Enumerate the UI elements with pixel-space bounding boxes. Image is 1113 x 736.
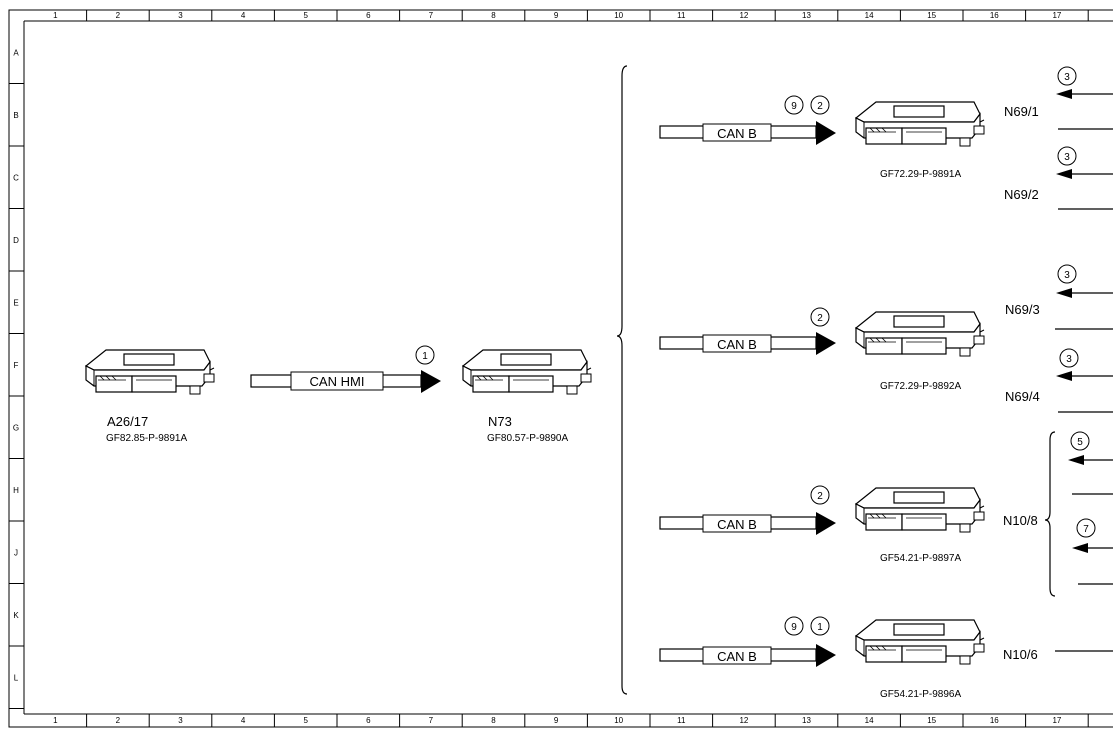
grid-column-label-bottom: 12 xyxy=(739,716,748,725)
n69-2-ref: 3 xyxy=(1064,152,1070,163)
control-unit-m3: GF54.21-P-9897A xyxy=(855,487,985,564)
output-n10-6: N10/6 xyxy=(1003,647,1113,662)
grid-column-label-bottom: 11 xyxy=(677,716,686,725)
grid-column-label-bottom: 5 xyxy=(303,716,308,725)
grid-column-label-bottom: 1 xyxy=(53,716,58,725)
grid-row-label: G xyxy=(13,423,19,432)
can-hmi-ref: 1 xyxy=(422,351,428,362)
n69-4-ref: 3 xyxy=(1066,354,1072,365)
grid-column-label-top: 17 xyxy=(1052,11,1061,20)
can-b-bus-2: CAN B 2 xyxy=(659,307,836,355)
grid-column-label-top: 14 xyxy=(865,11,874,20)
grid-row-label: B xyxy=(13,111,18,120)
grid-column-label-bottom: 4 xyxy=(241,716,246,725)
n10-8-ref-a: 5 xyxy=(1077,437,1083,448)
grid-column-label-bottom: 2 xyxy=(116,716,121,725)
grid-column-label-top: 15 xyxy=(927,11,936,20)
grid-column-label-bottom: 13 xyxy=(802,716,811,725)
a26-17-label: A26/17 xyxy=(107,414,148,429)
n10-6-label: N10/6 xyxy=(1003,647,1038,662)
grid-row-label: D xyxy=(13,236,19,245)
grid-column-label-top: 6 xyxy=(366,11,371,20)
grid-column-label-bottom: 9 xyxy=(554,716,559,725)
control-unit-m2: GF72.29-P-9892A xyxy=(855,311,985,392)
n10-8-ref-b: 7 xyxy=(1083,524,1089,535)
can-hmi-label: CAN HMI xyxy=(310,374,365,389)
grid-column-label-top: 12 xyxy=(739,11,748,20)
control-unit-m4: GF54.21-P-9896A xyxy=(855,619,985,700)
can-b-2-ref: 2 xyxy=(817,313,823,324)
n10-8-label: N10/8 xyxy=(1003,513,1038,528)
can-b-4-ref-a: 9 xyxy=(791,622,797,633)
grid-column-label-bottom: 15 xyxy=(927,716,936,725)
can-b-bus-3: CAN B 2 xyxy=(659,485,836,535)
m2-code: GF72.29-P-9892A xyxy=(880,381,961,392)
can-b-3-label: CAN B xyxy=(717,517,757,532)
can-b-4-label: CAN B xyxy=(717,649,757,664)
output-n69-1: 3 N69/1 xyxy=(1004,66,1113,130)
control-unit-a26-17: A26/17 GF82.85-P-9891A xyxy=(85,349,215,444)
grid-column-label-top: 9 xyxy=(554,11,559,20)
grid-row-label: A xyxy=(13,48,19,57)
can-b-bus-1: CAN B 9 2 xyxy=(659,95,836,145)
grid-column-label-bottom: 3 xyxy=(178,716,183,725)
grid-column-label-top: 7 xyxy=(429,11,434,20)
can-b-3-ref: 2 xyxy=(817,491,823,502)
grid-row-label: E xyxy=(13,298,18,307)
grid-column-label-top: 3 xyxy=(178,11,183,20)
grid-column-label-top: 2 xyxy=(116,11,121,20)
can-b-1-ref-a: 9 xyxy=(791,101,797,112)
can-b-1-label: CAN B xyxy=(717,126,757,141)
can-hmi-bus: CAN HMI 1 xyxy=(250,345,441,393)
can-b-1-ref-b: 2 xyxy=(817,101,823,112)
n73-label: N73 xyxy=(488,414,512,429)
grid-column-label-bottom: 14 xyxy=(865,716,874,725)
m3-code: GF54.21-P-9897A xyxy=(880,553,961,564)
control-unit-n73: N73 GF80.57-P-9890A xyxy=(462,349,592,444)
branch-brace xyxy=(616,65,628,695)
n69-1-label: N69/1 xyxy=(1004,104,1039,119)
grid-row-label: K xyxy=(13,611,19,620)
output-n69-3: 3 N69/3 xyxy=(1005,264,1113,330)
m1-code: GF72.29-P-9891A xyxy=(880,169,961,180)
grid-column-label-top: 4 xyxy=(241,11,246,20)
grid-row-label: C xyxy=(13,173,19,182)
grid-column-label-bottom: 7 xyxy=(429,716,434,725)
n69-1-ref: 3 xyxy=(1064,72,1070,83)
grid-row-ticks: A B C D E F G H J K L xyxy=(9,48,24,709)
grid-column-label-top: 10 xyxy=(614,11,623,20)
output-n69-2: 3 N69/2 xyxy=(1004,146,1113,210)
grid-row-label: F xyxy=(14,361,19,370)
grid-row-label: L xyxy=(14,673,19,682)
m4-code: GF54.21-P-9896A xyxy=(880,689,961,700)
a26-17-code: GF82.85-P-9891A xyxy=(106,433,187,444)
grid-row-label: J xyxy=(14,548,18,557)
output-n69-4: 3 N69/4 xyxy=(1005,348,1113,413)
grid-column-label-bottom: 6 xyxy=(366,716,371,725)
grid-column-label-top: 13 xyxy=(802,11,811,20)
n69-4-label: N69/4 xyxy=(1005,389,1040,404)
grid-column-label-top: 5 xyxy=(303,11,308,20)
grid-column-label-top: 16 xyxy=(990,11,999,20)
n69-2-label: N69/2 xyxy=(1004,187,1039,202)
grid-column-label-bottom: 10 xyxy=(614,716,623,725)
n73-code: GF80.57-P-9890A xyxy=(487,433,568,444)
grid-column-label-top: 1 xyxy=(53,11,58,20)
grid-column-label-bottom: 16 xyxy=(990,716,999,725)
n69-3-label: N69/3 xyxy=(1005,302,1040,317)
can-b-4-ref-b: 1 xyxy=(817,622,823,633)
can-b-bus-4: CAN B 9 1 xyxy=(659,616,836,667)
grid-column-label-top: 8 xyxy=(491,11,496,20)
can-b-2-label: CAN B xyxy=(717,337,757,352)
grid-column-label-top: 11 xyxy=(677,11,686,20)
grid-column-label-bottom: 17 xyxy=(1052,716,1061,725)
control-unit-m1: GF72.29-P-9891A xyxy=(855,101,985,180)
grid-column-ticks: 1122334455667788991010111112121313141415… xyxy=(53,10,1089,727)
n69-3-ref: 3 xyxy=(1064,270,1070,281)
grid-row-label: H xyxy=(13,486,19,495)
grid-column-label-bottom: 8 xyxy=(491,716,496,725)
output-n10-8: N10/8 5 7 xyxy=(1003,431,1113,597)
